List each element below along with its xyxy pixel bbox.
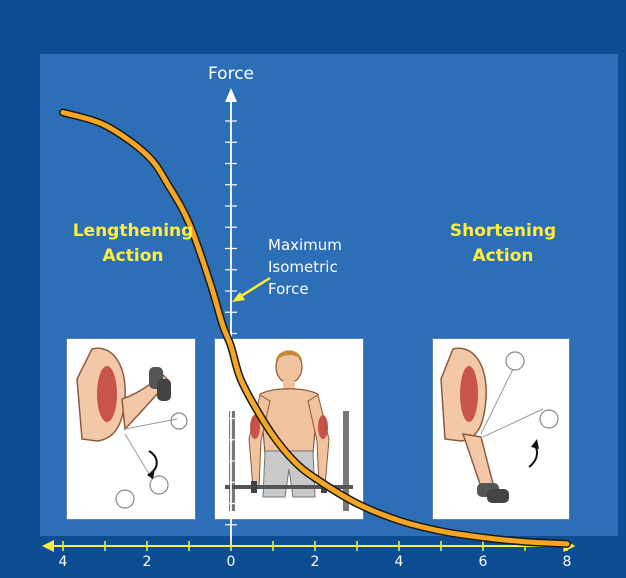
- force-velocity-curve: [60, 110, 570, 547]
- shortening-illustration: [432, 338, 570, 520]
- annotation-arrowhead: [232, 292, 245, 302]
- shortening-label-line2: Action: [473, 246, 534, 266]
- y-axis-label: Force: [208, 64, 254, 84]
- x-tick-label: 2: [143, 554, 152, 570]
- x-tick-label: 0: [227, 554, 236, 570]
- annotation-pointer: [237, 276, 271, 300]
- shortening-arm-icon: [440, 347, 559, 503]
- annotation-line2: Isometric: [268, 258, 338, 276]
- annotation-line1: Maximum: [268, 236, 342, 254]
- lengthening-label-line1: Lengthening: [73, 221, 194, 241]
- lengthening-label-line2: Action: [103, 246, 164, 266]
- lengthening-illustration: [66, 338, 196, 520]
- x-tick-label: 4: [59, 554, 68, 570]
- lengthening-arm-icon: [76, 347, 188, 509]
- x-tick-label: 6: [479, 554, 488, 570]
- x-tick-label: 4: [395, 554, 404, 570]
- x-tick-label: 2: [311, 554, 320, 570]
- y-axis-arrow: [225, 88, 237, 102]
- x-tick-label: 8: [563, 554, 572, 570]
- annotation-line3: Force: [268, 280, 309, 298]
- shortening-label-line1: Shortening: [450, 221, 556, 241]
- x-axis-left-arrow: [42, 540, 54, 552]
